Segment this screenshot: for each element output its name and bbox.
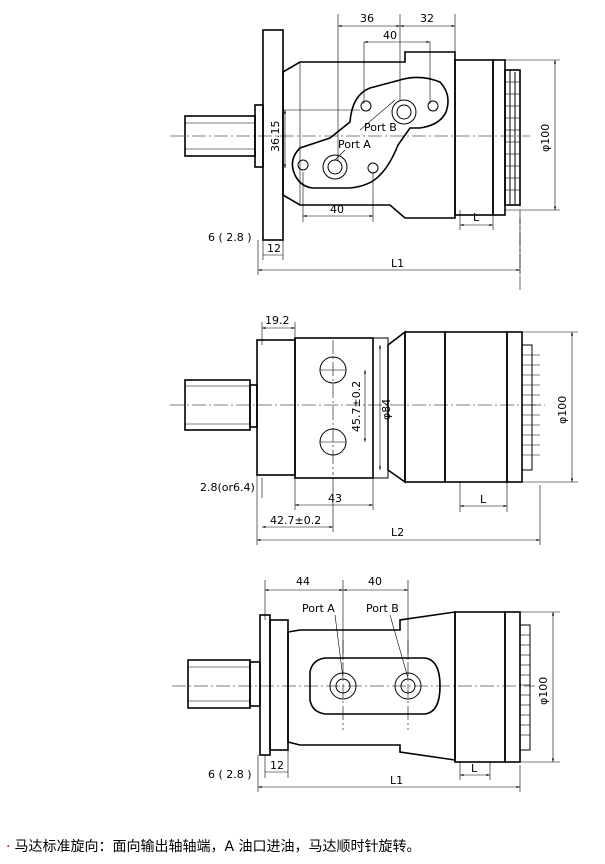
dim-l2: L2 bbox=[391, 526, 404, 539]
dim-36-15: 36.15 bbox=[269, 121, 282, 153]
dim-40: 40 bbox=[368, 575, 382, 588]
dim-12: 12 bbox=[270, 759, 284, 772]
dim-40-bottom: 40 bbox=[330, 203, 344, 216]
port-b-label: Port B bbox=[364, 121, 397, 134]
port-a-label: Port A bbox=[302, 602, 335, 615]
dim-6-2-8: 6 ( 2.8 ) bbox=[208, 768, 252, 781]
note-text: 马达标准旋向：面向输出轴轴端，A 油口进油，马达顺时针旋转。 bbox=[14, 839, 421, 855]
dim-l1: L1 bbox=[391, 257, 404, 270]
dim-6-2-8: 6 ( 2.8 ) bbox=[208, 231, 252, 244]
view-1-side-elevation: 36 32 40 36.15 Port B Port A 40 φ100 L 6… bbox=[170, 12, 560, 290]
port-b-label: Port B bbox=[366, 602, 399, 615]
dim-l: L bbox=[473, 211, 480, 224]
dim-phi100: φ100 bbox=[539, 124, 552, 152]
dim-19-2: 19.2 bbox=[265, 314, 290, 327]
rotation-note: ·马达标准旋向：面向输出轴轴端，A 油口进油，马达顺时针旋转。 bbox=[6, 836, 420, 856]
dim-2-8-or-6-4: 2.8(or6.4) bbox=[200, 481, 255, 494]
dim-l: L bbox=[480, 493, 487, 506]
dim-42-7: 42.7±0.2 bbox=[270, 514, 321, 527]
view-3-side-elevation: 44 40 Port A Port B φ100 6 ( 2.8 ) 12 L … bbox=[172, 575, 560, 792]
dim-l: L bbox=[471, 762, 478, 775]
dim-44: 44 bbox=[296, 575, 310, 588]
dim-43: 43 bbox=[328, 492, 342, 505]
dim-40-top: 40 bbox=[383, 29, 397, 42]
port-a-label: Port A bbox=[338, 138, 371, 151]
dim-phi100: φ100 bbox=[537, 677, 550, 705]
dim-32: 32 bbox=[420, 12, 434, 25]
dim-l1: L1 bbox=[390, 774, 403, 787]
dim-45-7: 45.7±0.2 bbox=[350, 381, 363, 432]
dim-12: 12 bbox=[267, 242, 281, 255]
note-bullet: · bbox=[6, 839, 11, 855]
view-2-top-elevation: 19.2 45.7±0.2 φ84 φ100 2.8(or6.4) 43 L 4… bbox=[170, 314, 578, 545]
dim-phi84: φ84 bbox=[380, 399, 393, 420]
dim-36: 36 bbox=[360, 12, 374, 25]
dim-phi100: φ100 bbox=[556, 396, 569, 424]
